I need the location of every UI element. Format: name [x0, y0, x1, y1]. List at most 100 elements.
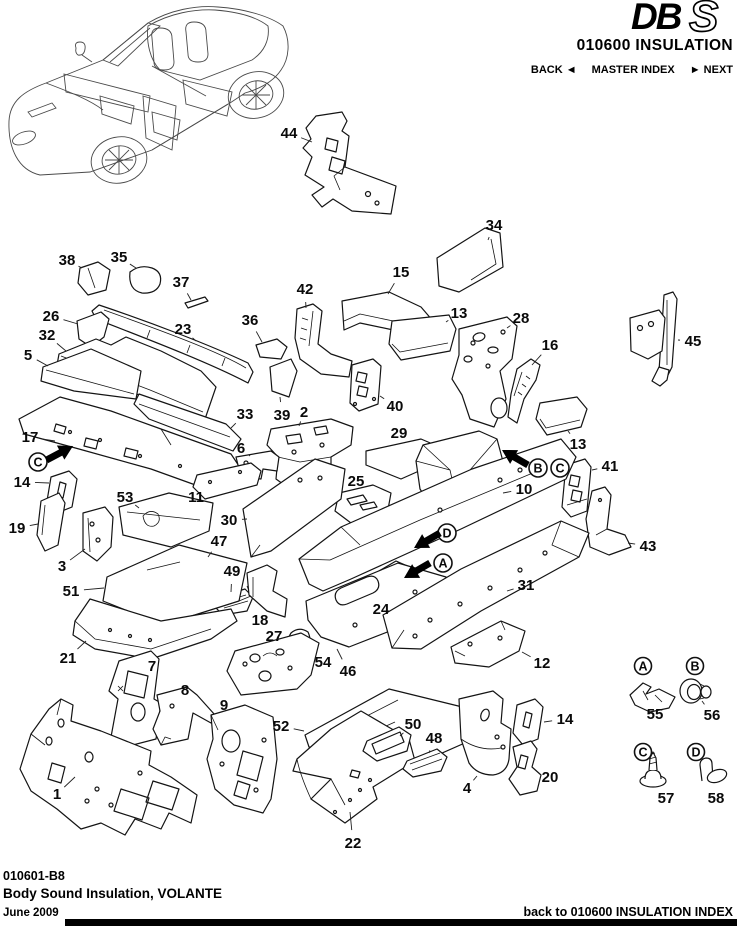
leader-line-3-33 [69, 548, 86, 561]
part-label-33-17: 33 [237, 406, 254, 423]
leader-line-50-51 [399, 732, 404, 737]
part-label-42-6: 42 [297, 281, 314, 298]
back-to-index-link[interactable]: back to 010600 INSULATION INDEX [523, 905, 733, 919]
part-shape-40 [349, 358, 382, 412]
leader-line-13-9 [445, 320, 449, 323]
document-title: Body Sound Insulation, VOLANTE [3, 886, 222, 901]
leader-line-22-59 [349, 811, 353, 831]
black-arrow-1 [502, 450, 530, 469]
part-shape-33 [133, 393, 242, 452]
leader-line-43-32 [627, 542, 636, 545]
part-label-39-18: 39 [274, 407, 291, 424]
part-label-41-24: 41 [602, 458, 619, 475]
legend-callout-circle-B-1 [685, 656, 705, 676]
leader-line-36-8 [255, 331, 263, 343]
part-label-30-31: 30 [221, 512, 238, 529]
part-label-20-55: 20 [542, 769, 559, 786]
part-shape-53 [118, 492, 214, 548]
leader-line-47-34 [207, 551, 213, 558]
leader-line-4-54 [473, 775, 478, 781]
part-shape-13a [388, 314, 457, 361]
part-label-56-49: 56 [704, 707, 721, 724]
diagram-callout-letter-C-0: C [33, 455, 42, 469]
leader-line-13-23 [567, 430, 571, 434]
legend-callout-letter-D-3: D [691, 745, 700, 759]
leader-line-39-18 [279, 396, 282, 403]
seat-right [185, 21, 209, 63]
leader-line-44-0 [300, 137, 313, 143]
part-shape-41 [561, 458, 592, 518]
leader-line-33-17 [230, 422, 237, 429]
part-label-14-25: 14 [14, 474, 31, 491]
part-label-1-56: 1 [53, 786, 61, 803]
footer-bar [65, 919, 737, 926]
part-label-44-0: 44 [281, 125, 298, 142]
header-nav: BACK ◄ MASTER INDEX ► NEXT [531, 64, 733, 76]
diagram-callout-letter-B-1: B [533, 461, 542, 475]
part-label-28-10: 28 [513, 310, 530, 327]
nav-next-link[interactable]: ► NEXT [689, 64, 733, 76]
part-label-22-59: 22 [345, 835, 362, 852]
part-shape-48 [402, 748, 448, 778]
leader-line-16-12 [531, 354, 542, 366]
part-label-12-44: 12 [534, 655, 551, 672]
part-label-46-43: 46 [340, 663, 357, 680]
leader-line-51-36 [83, 587, 105, 591]
part-shape-43 [585, 486, 632, 556]
part-shape-42 [294, 303, 353, 378]
part-label-2-19: 2 [300, 404, 308, 421]
part-label-45-13: 45 [685, 333, 702, 350]
black-arrow-0 [44, 445, 73, 464]
part-shape-12 [450, 620, 526, 668]
part-label-18-37: 18 [252, 612, 269, 629]
diagram-callout-circle-C-0 [28, 452, 48, 472]
diagram-callout-circle-C-2 [550, 458, 570, 478]
part-label-26-7: 26 [43, 308, 60, 325]
diagram-callout-letter-C-2: C [555, 461, 564, 475]
leader-line-31-39 [506, 588, 514, 592]
part-label-40-16: 40 [387, 398, 404, 415]
car-locator-illustration [8, 6, 289, 184]
part-label-31-39: 31 [518, 577, 535, 594]
legend-callout-circle-D-3 [686, 742, 706, 762]
part-shape-9 [206, 704, 278, 814]
part-shape-39 [269, 358, 298, 398]
part-shape-tunnel [298, 438, 577, 592]
part-label-24-38: 24 [373, 601, 390, 618]
diagram-callout-letter-D-3: D [442, 526, 451, 540]
part-label-50-51: 50 [405, 716, 422, 733]
part-label-27-40: 27 [266, 628, 283, 645]
part-shape-4 [458, 690, 512, 776]
leader-line-52-50 [293, 728, 305, 732]
leader-line-48-52 [428, 750, 431, 754]
part-shape-45 [629, 291, 678, 387]
page-title: 010600 INSULATION [576, 37, 733, 54]
part-shape-23 [91, 304, 254, 384]
nav-master-index-link[interactable]: MASTER INDEX [591, 64, 675, 76]
legend-callout-letter-A-0: A [638, 659, 647, 673]
part-label-16-12: 16 [542, 337, 559, 354]
nav-back-link[interactable]: BACK ◄ [530, 64, 577, 76]
leader-line-1-56 [63, 776, 76, 788]
part-label-34-1: 34 [486, 217, 503, 234]
part-shape-44 [302, 111, 397, 215]
part-label-52-50: 52 [273, 718, 290, 735]
rivet-icon [699, 757, 728, 784]
part-shape-7 [108, 650, 162, 748]
leader-line-23-15 [192, 337, 197, 342]
black-arrow-3 [404, 559, 432, 578]
leader-line-46-43 [336, 648, 343, 660]
part-label-58-58: 58 [708, 790, 725, 807]
part-shape-3 [82, 506, 114, 562]
part-shape-11 [192, 462, 262, 500]
leader-line-14-53 [543, 720, 553, 723]
grommet-icon [679, 678, 712, 704]
leader-line-53-26 [134, 504, 140, 509]
leader-line-6-22 [248, 454, 251, 457]
clip-icon [629, 682, 676, 713]
part-shape-13b [535, 396, 588, 436]
part-label-15-5: 15 [393, 264, 410, 281]
part-label-13-23: 13 [570, 436, 587, 453]
